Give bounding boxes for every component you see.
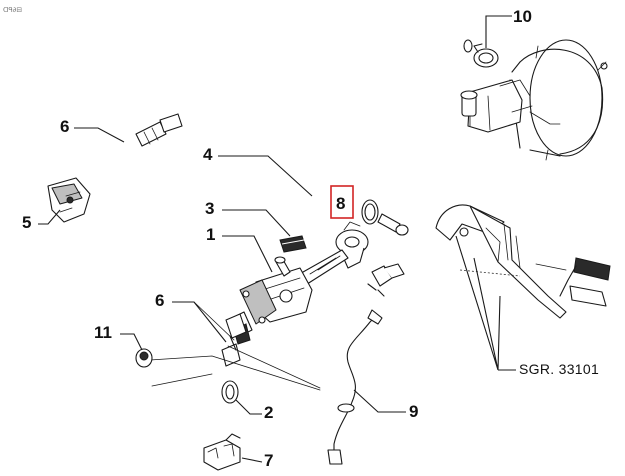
- callout-7: 7: [264, 451, 273, 470]
- seal-ring-part-2: [221, 380, 239, 404]
- clutch-master-cylinder-part-1: [231, 221, 369, 345]
- rigid-pipe-part-6: [15, 113, 247, 450]
- fluid-hose-part-4: [288, 34, 473, 244]
- pipe-bracket-part-5: [47, 177, 91, 223]
- sensor-cable-part-9: [327, 309, 383, 465]
- callout-5: 5: [22, 213, 31, 232]
- brake-booster: [460, 39, 608, 161]
- callout-11: 11: [94, 323, 112, 342]
- seal-ring-part-8: [361, 199, 379, 225]
- callout-8-highlight-box: [330, 185, 354, 219]
- callout-9: 9: [409, 402, 418, 421]
- hose-clamp-part-3: [279, 235, 307, 253]
- clutch-pedal-assembly: [435, 204, 611, 319]
- callout-2: 2: [264, 403, 273, 422]
- callout-4: 4: [203, 145, 213, 164]
- callout-10: 10: [513, 7, 532, 26]
- callout-8: 8: [336, 194, 345, 213]
- pipe-clip-part-7: [203, 433, 241, 471]
- callout-1: 1: [206, 225, 215, 244]
- hose-clamp-part-10: [473, 43, 499, 68]
- grommet-part-11: [135, 348, 153, 368]
- banjo-bolt: [377, 213, 409, 236]
- clutch-switch: [367, 263, 405, 297]
- callout-3: 3: [205, 199, 214, 218]
- callout-6-top: 6: [60, 117, 69, 136]
- corner-mark-text: ᗡᑫ∂⊟: [3, 6, 22, 14]
- callout-6-mid: 6: [155, 291, 164, 310]
- reference-label: SGR. 33101: [519, 361, 599, 377]
